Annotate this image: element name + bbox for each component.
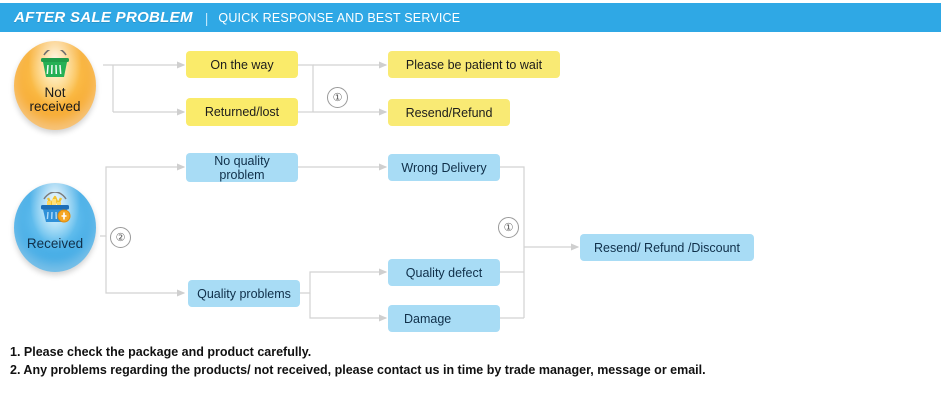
node-please-be-patient-to-wait[interactable]: Please be patient to wait: [388, 51, 560, 78]
page-title: AFTER SALE PROBLEM: [14, 9, 193, 26]
node-returned-lost[interactable]: Returned/lost: [186, 98, 298, 126]
header-subtitle: QUICK RESPONSE AND BEST SERVICE: [218, 10, 461, 25]
node-on-the-way[interactable]: On the way: [186, 51, 298, 78]
shopping-basket-filled-icon: [14, 192, 96, 232]
shopping-basket-icon: [14, 50, 96, 86]
node-no-quality-problem[interactable]: No quality problem: [186, 153, 298, 182]
badge-label-received: Received: [26, 235, 84, 251]
node-quality-defect[interactable]: Quality defect: [388, 259, 500, 286]
node-resend-refund[interactable]: Resend/Refund: [388, 99, 510, 126]
node-quality-problems[interactable]: Quality problems: [188, 280, 300, 307]
marker-one-section-one: ①: [327, 87, 348, 108]
marker-one-section-two: ①: [498, 217, 519, 238]
footer-notes: 1. Please check the package and product …: [10, 343, 920, 379]
note-line-2: 2. Any problems regarding the products/ …: [10, 363, 706, 377]
node-wrong-delivery[interactable]: Wrong Delivery: [388, 154, 500, 181]
header-bar: AFTER SALE PROBLEM | QUICK RESPONSE AND …: [0, 3, 941, 32]
node-resend-refund-discount[interactable]: Resend/ Refund /Discount: [580, 234, 754, 261]
badge-received: Received: [14, 183, 96, 272]
marker-two-section-two: ②: [110, 227, 131, 248]
header-divider: |: [204, 9, 209, 26]
badge-not-received: Not received: [14, 41, 96, 130]
badge-label-not-received: Not received: [29, 85, 81, 114]
node-damage[interactable]: Damage: [388, 305, 500, 332]
note-line-1: 1. Please check the package and product …: [10, 345, 312, 359]
